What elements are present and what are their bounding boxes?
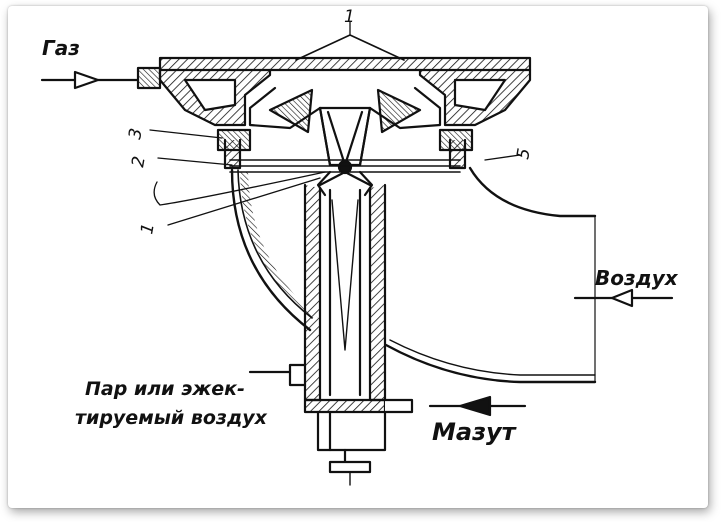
callout-top-1: 1 [344,7,355,27]
callout-3: 3 [125,127,147,141]
figure-frame [8,6,708,508]
atomizer-tube [288,170,414,486]
callout-2: 2 [128,155,150,169]
mazut-arrow [428,395,527,417]
gas-arrow [40,70,140,90]
mazut-label: Мазут [432,418,518,446]
air-label: Воздух [595,266,679,290]
callout-leaders [149,21,521,226]
air-duct [230,166,597,384]
air-arrow [573,288,674,308]
gas-label: Газ [42,36,80,60]
callout-5: 5 [513,147,535,161]
callout-1: 1 [137,222,159,236]
central-nozzle [295,34,405,175]
steam-label-line2: тируемый воздух [75,407,268,429]
diffuser-plate [229,159,461,197]
steam-label-line1: Пар или эжек- [85,378,245,400]
burner-head [136,56,532,170]
